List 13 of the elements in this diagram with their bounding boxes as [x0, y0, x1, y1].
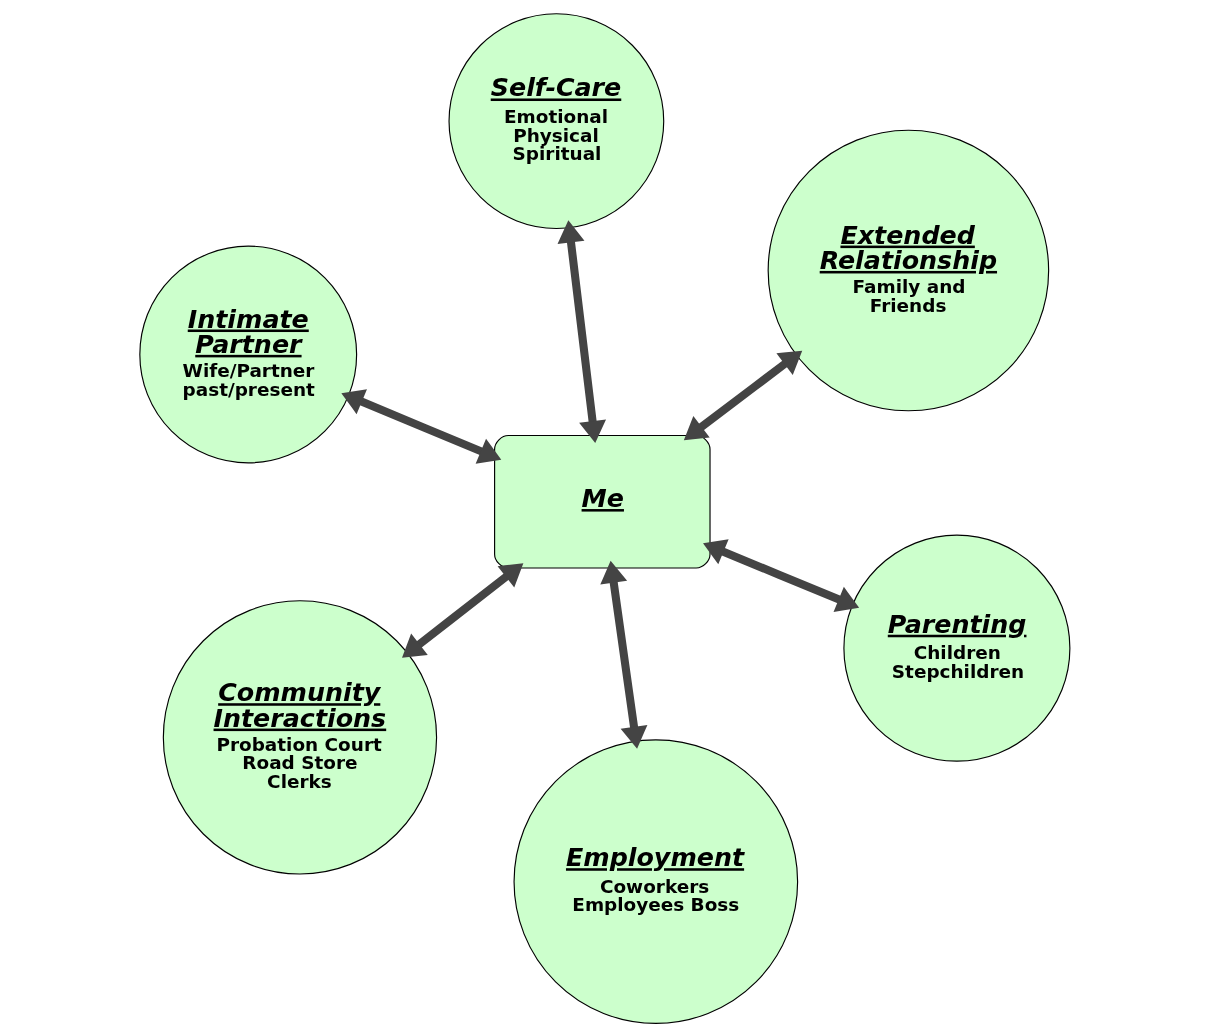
node-circle: Intimate Partner Wife/Partner past/present	[139, 245, 358, 463]
node-circle: Self-Care Emotional Physical Spiritual	[448, 12, 665, 229]
arrow	[341, 388, 502, 464]
arrow	[600, 560, 648, 749]
node-circle: Community Interactions Probation Court Road Store Clerks	[162, 599, 438, 875]
node-circle: Employment Coworkers Employees Boss	[513, 738, 799, 1024]
arrow	[557, 219, 607, 443]
node-circle: Extended Relationship Family and Friends	[767, 129, 1050, 411]
node-circle: Parenting Children Stepchildren	[843, 534, 1071, 762]
arrow	[683, 350, 803, 440]
arrow	[703, 538, 860, 612]
node-box: Me	[494, 434, 711, 569]
arrow	[402, 562, 524, 658]
